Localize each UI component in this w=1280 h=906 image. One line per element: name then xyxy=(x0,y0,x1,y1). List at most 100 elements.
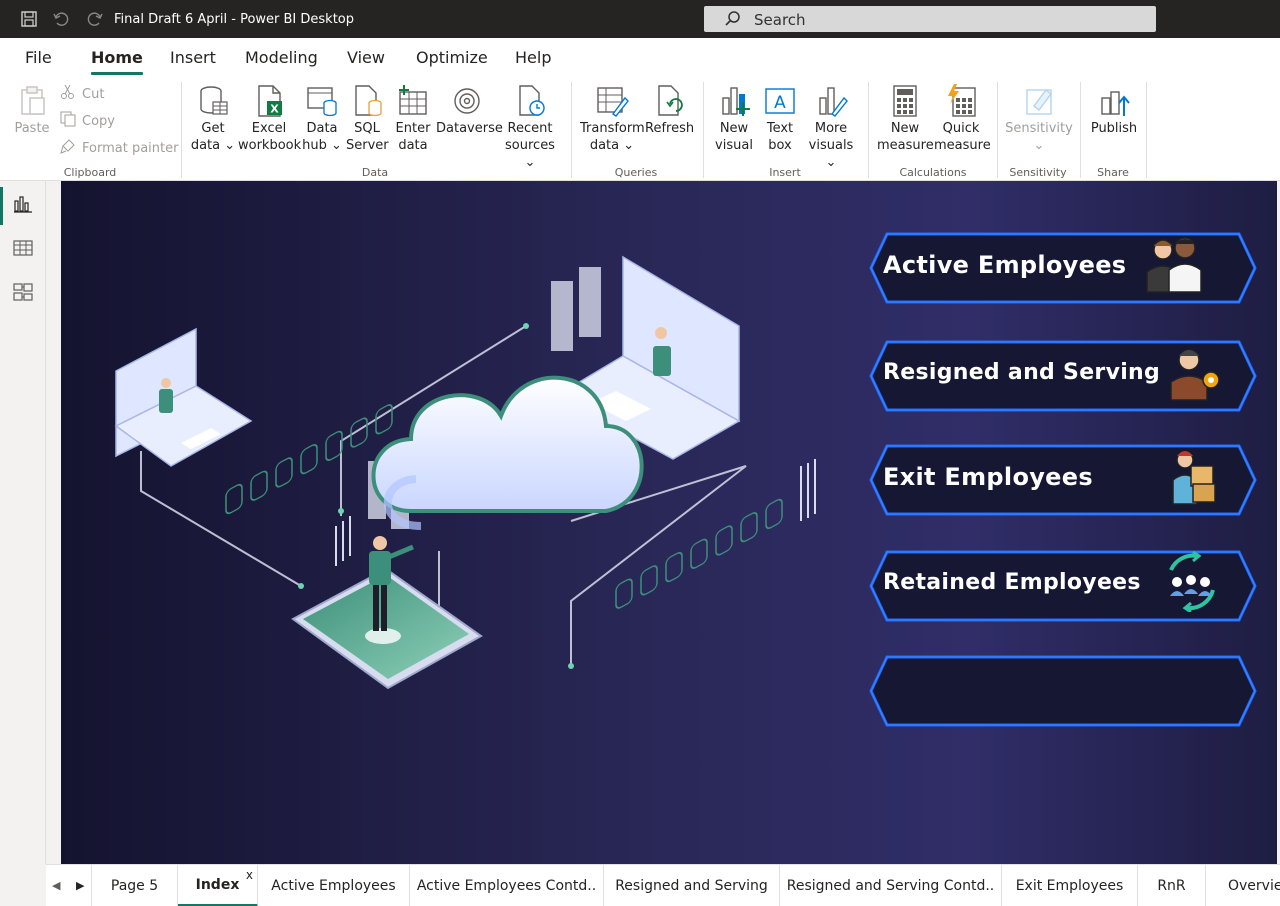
menu-modeling[interactable]: Modeling xyxy=(245,48,318,67)
tab-overview[interactable]: Overview xyxy=(1206,865,1280,906)
sensitivity-label-icon xyxy=(1026,89,1052,115)
group-divider xyxy=(997,82,998,178)
publish-button[interactable]: Publish xyxy=(1088,84,1140,137)
refresh-icon xyxy=(658,85,683,116)
get-data-label-2: data xyxy=(190,138,221,153)
bar-chart-plus-icon xyxy=(722,87,750,116)
menu-optimize[interactable]: Optimize xyxy=(416,48,488,67)
chevron-down-icon: ⌄ xyxy=(220,138,236,153)
tab-resigned-and-serving-contd[interactable]: Resigned and Serving Contd.. xyxy=(780,865,1002,906)
data-hub-button[interactable]: Data hub ⌄ xyxy=(302,84,342,154)
clipboard-group-label: Clipboard xyxy=(63,166,117,179)
search-input[interactable]: Search xyxy=(704,6,1156,32)
sensitivity-button[interactable]: Sensitivity ⌄ xyxy=(1004,84,1074,154)
dataverse-button[interactable]: Dataverse xyxy=(436,84,503,137)
table-plus-icon xyxy=(399,85,427,115)
tab-label: RnR xyxy=(1157,878,1186,894)
table-view-icon[interactable] xyxy=(12,237,34,259)
hex-frame xyxy=(869,340,1257,412)
new-visual-button[interactable]: New visual xyxy=(712,84,756,154)
undo-icon[interactable] xyxy=(50,8,72,30)
save-icon[interactable] xyxy=(18,8,40,30)
menu-view[interactable]: View xyxy=(347,48,385,67)
more-visuals-button[interactable]: More visuals ⌄ xyxy=(803,84,859,171)
menu-help[interactable]: Help xyxy=(515,48,552,67)
tab-page-5[interactable]: Page 5 xyxy=(91,865,178,906)
people-cycle-icon xyxy=(1169,550,1215,612)
tab-exit-employees[interactable]: Exit Employees xyxy=(1002,865,1138,906)
quick-measure-icon xyxy=(948,84,976,117)
tab-active-employees-contd[interactable]: Active Employees Contd.. xyxy=(410,865,604,906)
insert-group-label: Insert xyxy=(769,166,801,179)
copy-button[interactable]: Copy xyxy=(60,111,115,131)
nav-button-retained-employees[interactable]: Retained Employees xyxy=(869,550,1257,622)
quick-measure-button[interactable]: Quick measure xyxy=(934,84,991,154)
refresh-button[interactable]: Refresh xyxy=(645,84,694,137)
nav-button-active-employees[interactable]: Active Employees xyxy=(869,232,1257,304)
menu-insert[interactable]: Insert xyxy=(170,48,216,67)
sensitivity-group-label: Sensitivity xyxy=(1009,166,1067,179)
more-visuals-icon xyxy=(819,87,848,117)
transform-data-button[interactable]: Transform data ⌄ xyxy=(580,84,645,154)
excel-workbook-button[interactable]: X Excel workbook xyxy=(238,84,301,154)
calculator-icon xyxy=(893,85,917,117)
queries-group-label: Queries xyxy=(614,166,658,179)
report-view-icon[interactable] xyxy=(12,193,34,215)
cut-label: Cut xyxy=(82,86,105,102)
scroll-left-icon[interactable]: ◀ xyxy=(52,879,61,892)
team-icon xyxy=(1146,237,1202,293)
copy-label: Copy xyxy=(82,113,115,129)
data-hub-label-1: Data xyxy=(306,121,338,136)
chevron-down-icon: ⌄ xyxy=(619,138,635,153)
text-box-button[interactable]: A Text box xyxy=(760,84,800,154)
tab-label: Active Employees Contd.. xyxy=(416,878,597,894)
tab-active-employees[interactable]: Active Employees xyxy=(258,865,410,906)
model-view-icon[interactable] xyxy=(12,281,34,303)
get-data-button[interactable]: Get data ⌄ xyxy=(190,84,236,154)
publish-icon xyxy=(1101,91,1130,116)
nav-button-empty[interactable] xyxy=(869,655,1257,727)
paste-button[interactable]: Paste xyxy=(10,84,54,137)
group-divider xyxy=(571,82,572,178)
tab-label: Exit Employees xyxy=(1015,878,1124,894)
enter-data-button[interactable]: Enter data xyxy=(392,84,434,154)
paste-label: Paste xyxy=(14,121,50,136)
nav-button-label: Retained Employees xyxy=(883,570,1141,595)
tab-rnr[interactable]: RnR xyxy=(1138,865,1206,906)
tab-label: Resigned and Serving xyxy=(615,878,768,894)
sql-server-button[interactable]: SQL Server xyxy=(346,84,389,154)
chevron-down-icon: ⌄ xyxy=(524,155,536,170)
nav-button-label: Active Employees xyxy=(883,251,1127,279)
chevron-down-icon: ⌄ xyxy=(825,155,837,170)
svg-text:X: X xyxy=(270,103,279,116)
copy-icon xyxy=(60,111,76,131)
group-divider xyxy=(703,82,704,178)
group-divider xyxy=(1080,82,1081,178)
window-title: Final Draft 6 April - Power BI Desktop xyxy=(114,12,354,27)
scroll-right-icon[interactable]: ▶ xyxy=(76,879,85,892)
new-measure-button[interactable]: New measure xyxy=(877,84,934,154)
nav-button-resigned-and-serving[interactable]: Resigned and Serving xyxy=(869,340,1257,412)
share-group-label: Share xyxy=(1097,166,1129,179)
excel-label-1: Excel xyxy=(251,121,287,136)
format-painter-button[interactable]: Format painter xyxy=(60,138,178,158)
nav-button-label: Exit Employees xyxy=(883,463,1093,491)
redo-icon[interactable] xyxy=(84,8,106,30)
sql-label-2: Server xyxy=(346,138,389,153)
text-box-label-1: Text xyxy=(766,121,794,136)
menu-file[interactable]: File xyxy=(25,48,52,67)
publish-label: Publish xyxy=(1090,121,1138,136)
laptop-left xyxy=(114,327,253,467)
new-visual-label-2: visual xyxy=(715,138,753,153)
title-bar: Final Draft 6 April - Power BI Desktop S… xyxy=(0,0,1280,38)
search-icon xyxy=(724,10,742,32)
data-hub-label-2: hub xyxy=(302,138,327,153)
cut-button[interactable]: Cut xyxy=(60,84,104,104)
group-divider xyxy=(1146,82,1147,178)
recent-sources-button[interactable]: Recent sources ⌄ xyxy=(500,84,560,171)
tab-resigned-and-serving[interactable]: Resigned and Serving xyxy=(604,865,780,906)
menu-home[interactable]: Home xyxy=(91,48,143,75)
close-icon[interactable]: x xyxy=(245,868,253,882)
nav-button-exit-employees[interactable]: Exit Employees xyxy=(869,444,1257,516)
